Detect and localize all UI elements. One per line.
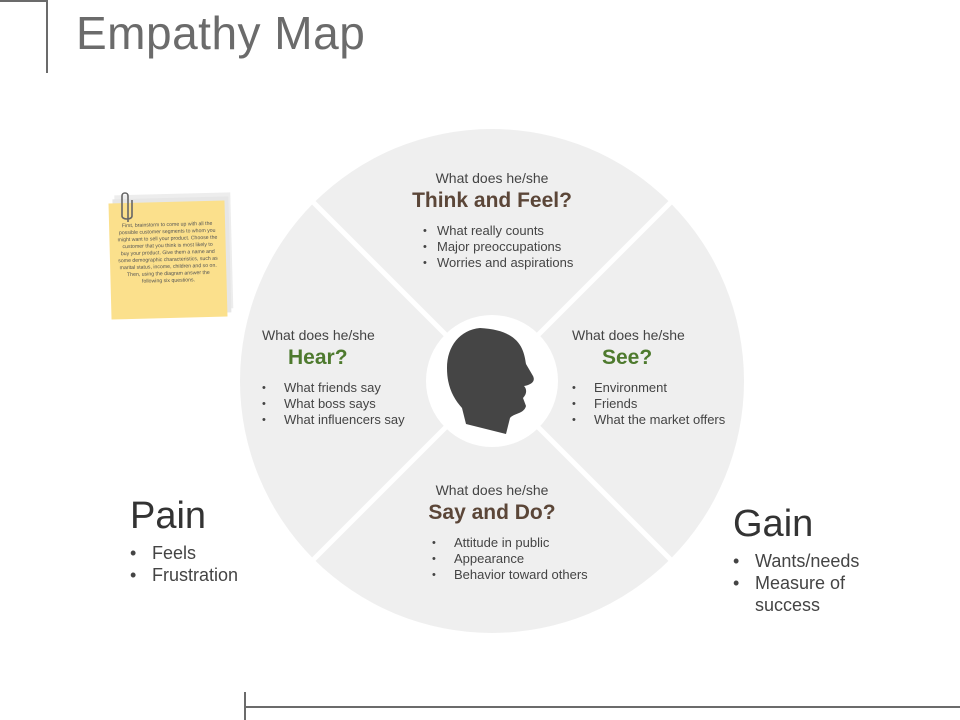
- list-item: Feels: [130, 542, 280, 564]
- list-item: Environment: [572, 380, 742, 396]
- list-item: What boss says: [262, 396, 422, 412]
- quadrant-list: What friends say What boss says What inf…: [262, 380, 422, 428]
- list-item: Friends: [572, 396, 742, 412]
- quadrant-list: Environment Friends What the market offe…: [572, 380, 742, 428]
- head-icon: [447, 328, 534, 434]
- quadrant-question: What does he/she: [435, 482, 549, 498]
- quadrant-list: What really counts Major preoccupations …: [423, 223, 592, 271]
- list-item: What friends say: [262, 380, 422, 396]
- list-item: Wants/needs: [733, 550, 883, 572]
- pain-section: Pain Feels Frustration: [130, 496, 280, 586]
- page-title: Empathy Map: [76, 7, 366, 59]
- list-item: What really counts: [423, 223, 592, 239]
- list-item: Attitude in public: [432, 535, 592, 551]
- pain-list: Feels Frustration: [130, 542, 280, 586]
- quadrant-question: What does he/she: [262, 327, 375, 343]
- quadrant-heading: Say and Do?: [428, 501, 556, 524]
- top-left-horizontal-line: [0, 0, 48, 2]
- quadrant-list: Attitude in public Appearance Behavior t…: [432, 535, 592, 583]
- list-item: Frustration: [130, 564, 280, 586]
- quadrant-heading: See?: [602, 346, 653, 369]
- gain-section: Gain Wants/needs Measure of success: [733, 504, 883, 616]
- quadrant-question: What does he/she: [572, 327, 685, 343]
- list-item: Measure of success: [733, 572, 883, 616]
- list-item: What influencers say: [262, 412, 422, 428]
- pain-title: Pain: [130, 495, 207, 537]
- bottom-vertical-line: [244, 692, 246, 720]
- gain-list: Wants/needs Measure of success: [733, 550, 883, 616]
- list-item: What the market offers: [572, 412, 742, 428]
- sticky-note-text: First, brainstorm to come up with all th…: [117, 220, 218, 285]
- quadrant-heading: Think and Feel?: [412, 189, 572, 212]
- quadrant-say-and-do: What does he/she Say and Do? Attitude in…: [392, 482, 592, 583]
- list-item: Worries and aspirations: [423, 255, 592, 271]
- list-item: Appearance: [432, 551, 592, 567]
- top-left-vertical-line: [46, 0, 48, 73]
- paperclip-icon: [121, 192, 133, 222]
- quadrant-hear: What does he/she Hear? What friends say …: [262, 327, 422, 428]
- list-item: Major preoccupations: [423, 239, 592, 255]
- gain-title: Gain: [733, 503, 814, 545]
- list-item: Behavior toward others: [432, 567, 592, 583]
- quadrant-heading: Hear?: [288, 346, 348, 369]
- quadrant-question: What does he/she: [435, 170, 549, 186]
- quadrant-see: What does he/she See? Environment Friend…: [572, 327, 742, 428]
- bottom-horizontal-line: [245, 706, 960, 708]
- quadrant-think-and-feel: What does he/she Think and Feel? What re…: [392, 170, 592, 271]
